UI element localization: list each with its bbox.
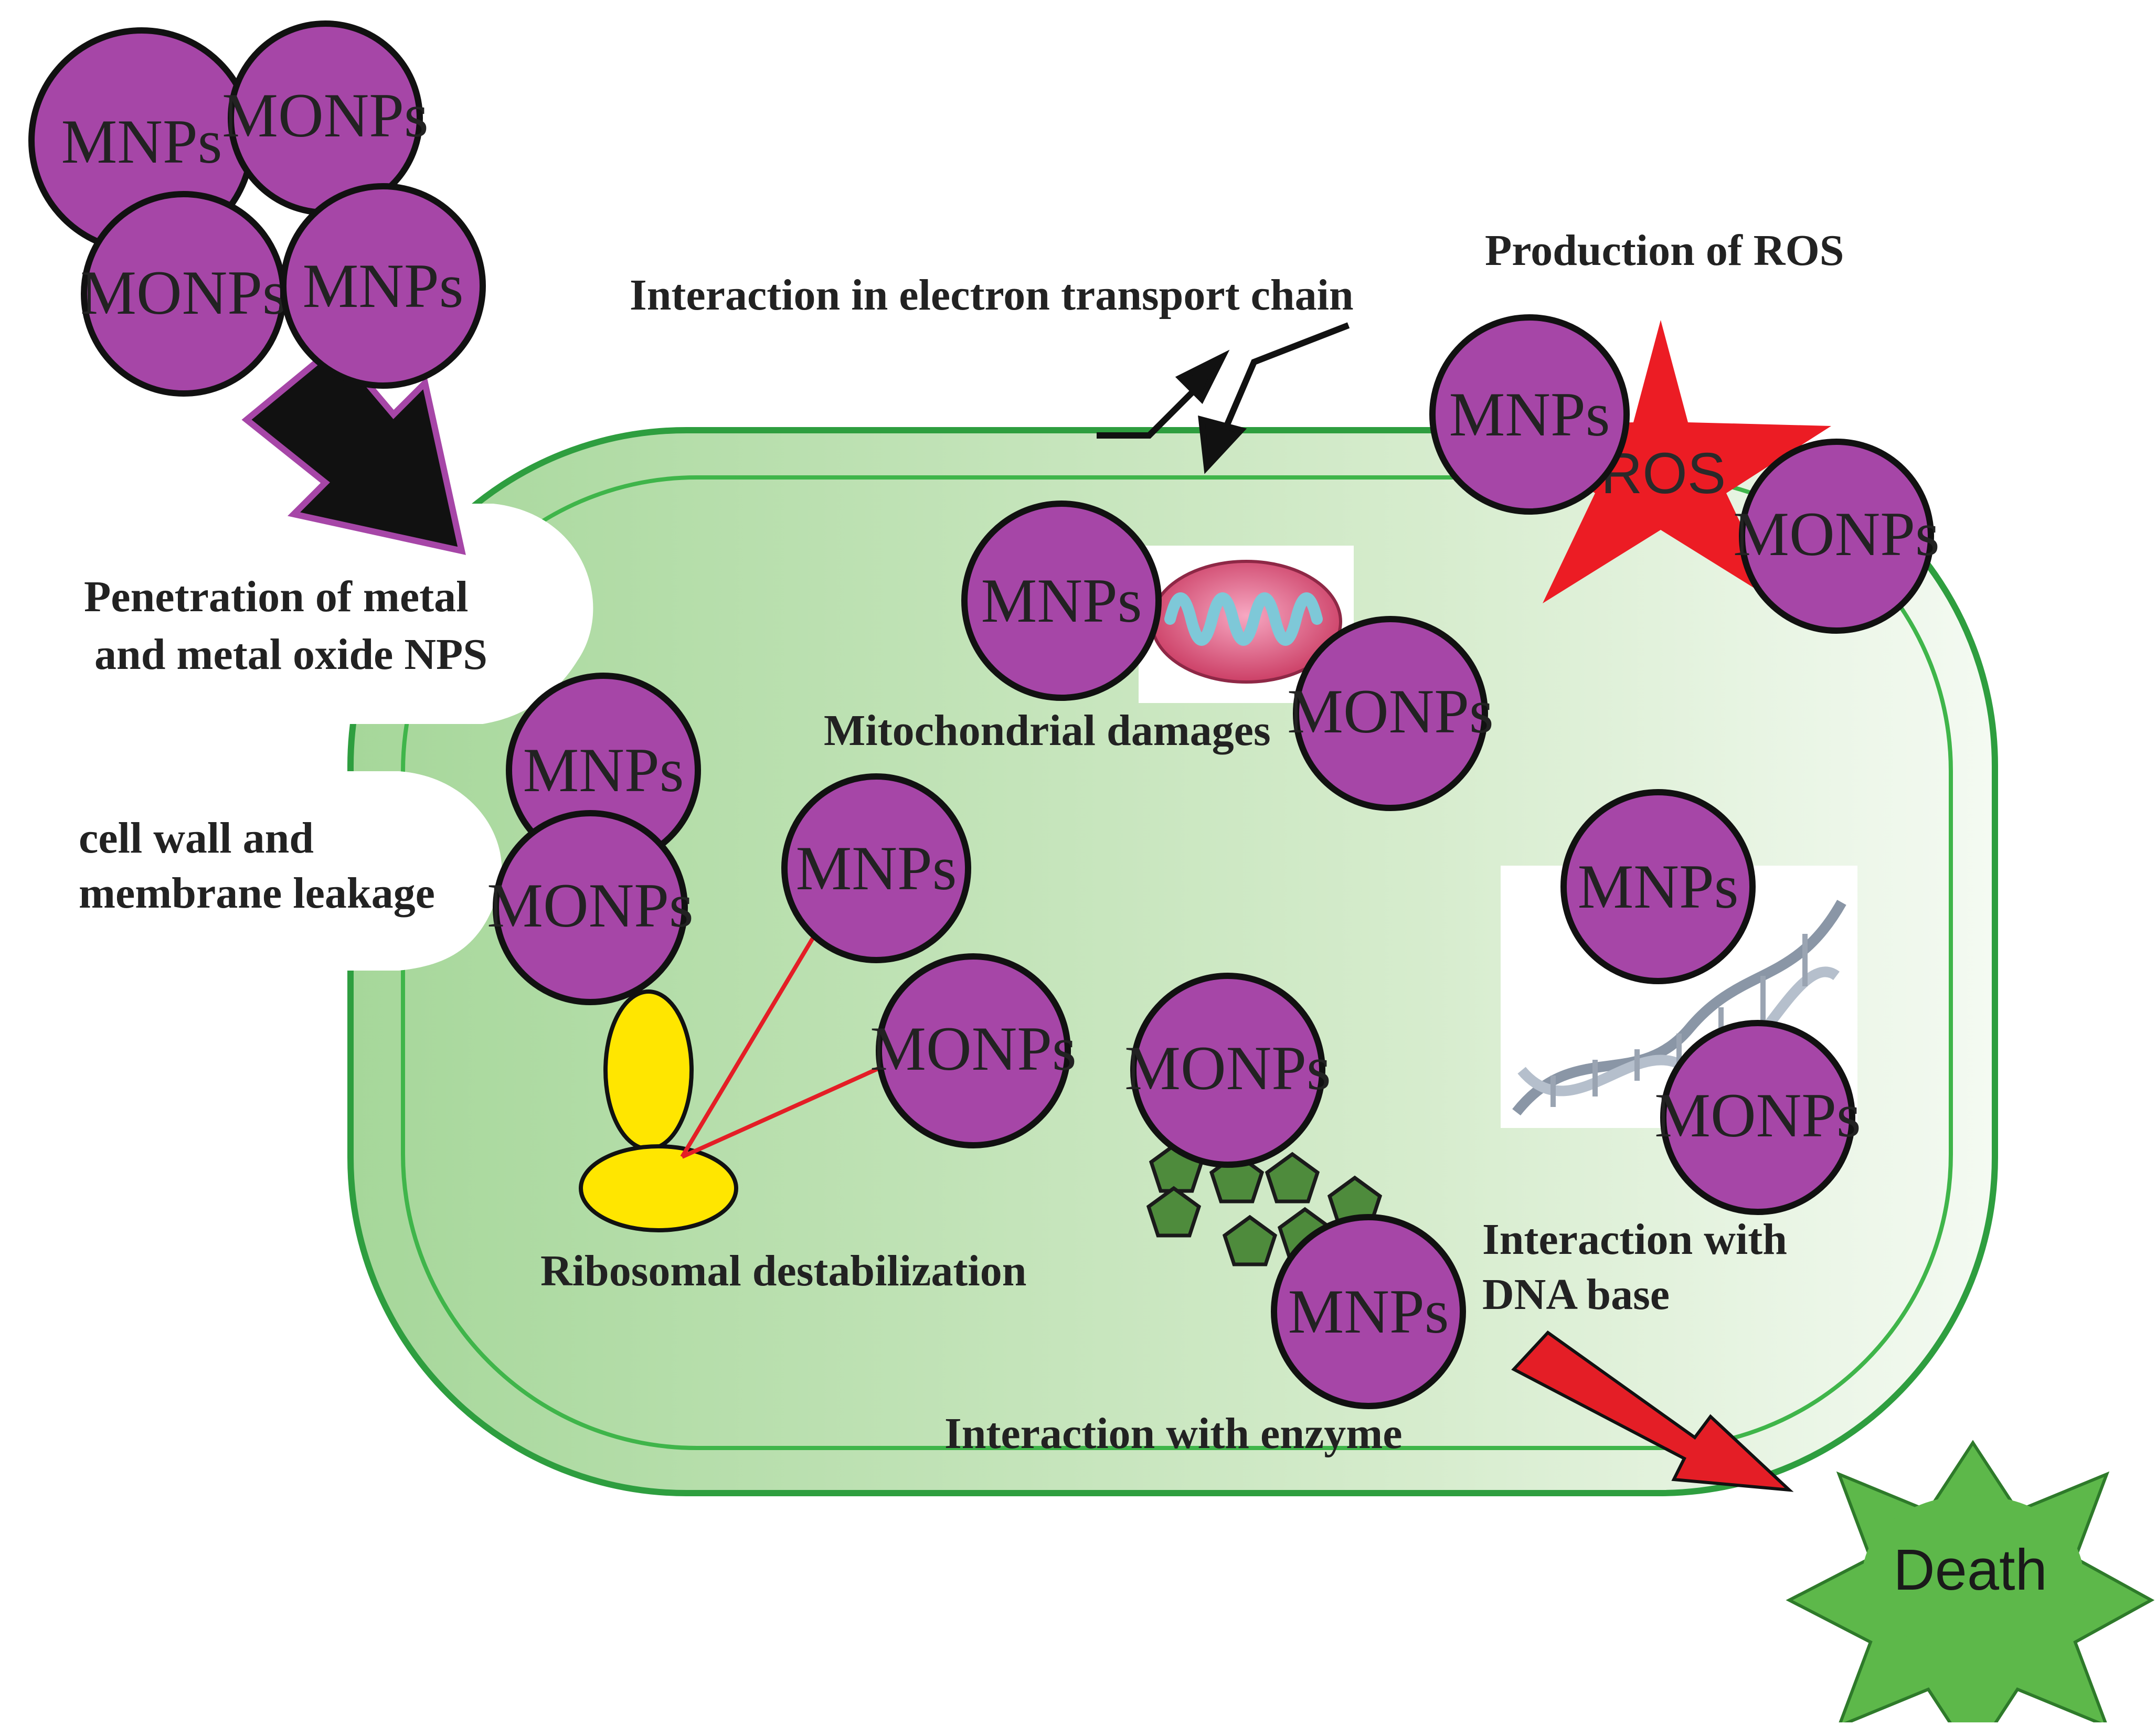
particle-monp: MONPs (1124, 973, 1331, 1168)
death-star: Death (1786, 1440, 2155, 1725)
mitochondrial-damage-label: Mitochondrial damages (824, 706, 1271, 755)
particle-label: MONPs (80, 258, 286, 327)
ribosome-large-subunit (603, 989, 694, 1151)
particle-mnp: MNPs (961, 501, 1162, 701)
particle-monp: MONPs (1654, 1020, 1861, 1215)
particle-label: MNPs (1288, 1276, 1449, 1346)
label-bubbles (0, 504, 593, 971)
dna-label-line1: Interaction with (1482, 1215, 1787, 1264)
particle-label: MONPs (1287, 676, 1493, 746)
particle-monp: MONPs (870, 953, 1077, 1148)
particle-label: MONPs (1654, 1080, 1861, 1150)
particle-label: MONPs (1733, 499, 1939, 569)
penetration-bubble (0, 504, 593, 724)
mitochondrion-cristae (1164, 592, 1323, 646)
particle-mnp: MNPs (1271, 1214, 1466, 1409)
etc-arrow-in (1219, 322, 1350, 437)
leakage-bubble (0, 771, 502, 971)
particle-monp: MONPs (80, 191, 287, 397)
particle-label: MNPs (1578, 851, 1739, 921)
cell-wall-label-line2: membrane leakage (79, 869, 435, 918)
particle-monp: MONPs (487, 810, 694, 1005)
particle-label: MONPs (222, 80, 428, 150)
dna-strand-a (1512, 900, 1846, 1116)
particle-label: MNPs (1449, 379, 1610, 449)
dna-label-line2: DNA base (1482, 1270, 1670, 1319)
particle-mnp: MNPs (1429, 314, 1630, 515)
etc-label: Interaction in electron transport chain (630, 271, 1354, 320)
etc-arrow-in-head (1198, 415, 1247, 474)
particle-label: MNPs (796, 833, 957, 903)
labels: Interaction in electron transport chain … (79, 226, 1844, 1458)
ribosome-links (680, 927, 893, 1159)
particle-label: MNPs (61, 107, 222, 176)
ros-star-shape (1490, 320, 1831, 603)
particle-mnp: MNPs (781, 773, 971, 963)
particle-label: MONPs (487, 870, 693, 940)
particle-monp: MONPs (222, 20, 429, 216)
particle-monp: MONPs (1733, 439, 1940, 634)
ribosome-link-monp (681, 1060, 893, 1159)
nanoparticles: MNPs MONPs MONPs MNPs MNPs MONPs MNPs MO… (28, 20, 1940, 1409)
particle-label: MNPs (303, 251, 464, 321)
particle-mnp: MNPs (1560, 789, 1756, 984)
particle-label: MONPs (1124, 1033, 1331, 1103)
penetration-label-line2: and metal oxide NPS (94, 630, 487, 679)
ribosome-small-subunit (579, 1144, 738, 1232)
cell-wall-label-line1: cell wall and (79, 814, 314, 862)
ribosome-link-mnp (680, 927, 821, 1158)
particle-label: MNPs (523, 735, 684, 805)
ribosome (579, 989, 738, 1232)
particle-monp: MONPs (1287, 616, 1494, 811)
mitochondrion (1139, 546, 1354, 703)
enzyme-pentagon (1265, 1152, 1320, 1204)
ros-production-label: Production of ROS (1485, 226, 1844, 275)
particle-label: MONPs (870, 1014, 1076, 1083)
enzyme-pentagon (1222, 1215, 1278, 1266)
enzyme-pentagon (1146, 1186, 1202, 1238)
death-arrow (1511, 1330, 1794, 1492)
death-star-center (1863, 1495, 2083, 1653)
penetration-label-line1: Penetration of metal (84, 572, 468, 621)
etc-arrow-out (1097, 380, 1204, 439)
etc-arrows (1097, 322, 1350, 474)
enzyme-label: Interaction with enzyme (944, 1409, 1402, 1458)
particle-mnp: MNPs (280, 183, 486, 389)
death-star-label: Death (1893, 1538, 2047, 1602)
ribosomal-label: Ribosomal destabilization (540, 1247, 1026, 1295)
etc-arrow-out-head (1175, 349, 1230, 404)
particle-label: MNPs (981, 566, 1142, 635)
